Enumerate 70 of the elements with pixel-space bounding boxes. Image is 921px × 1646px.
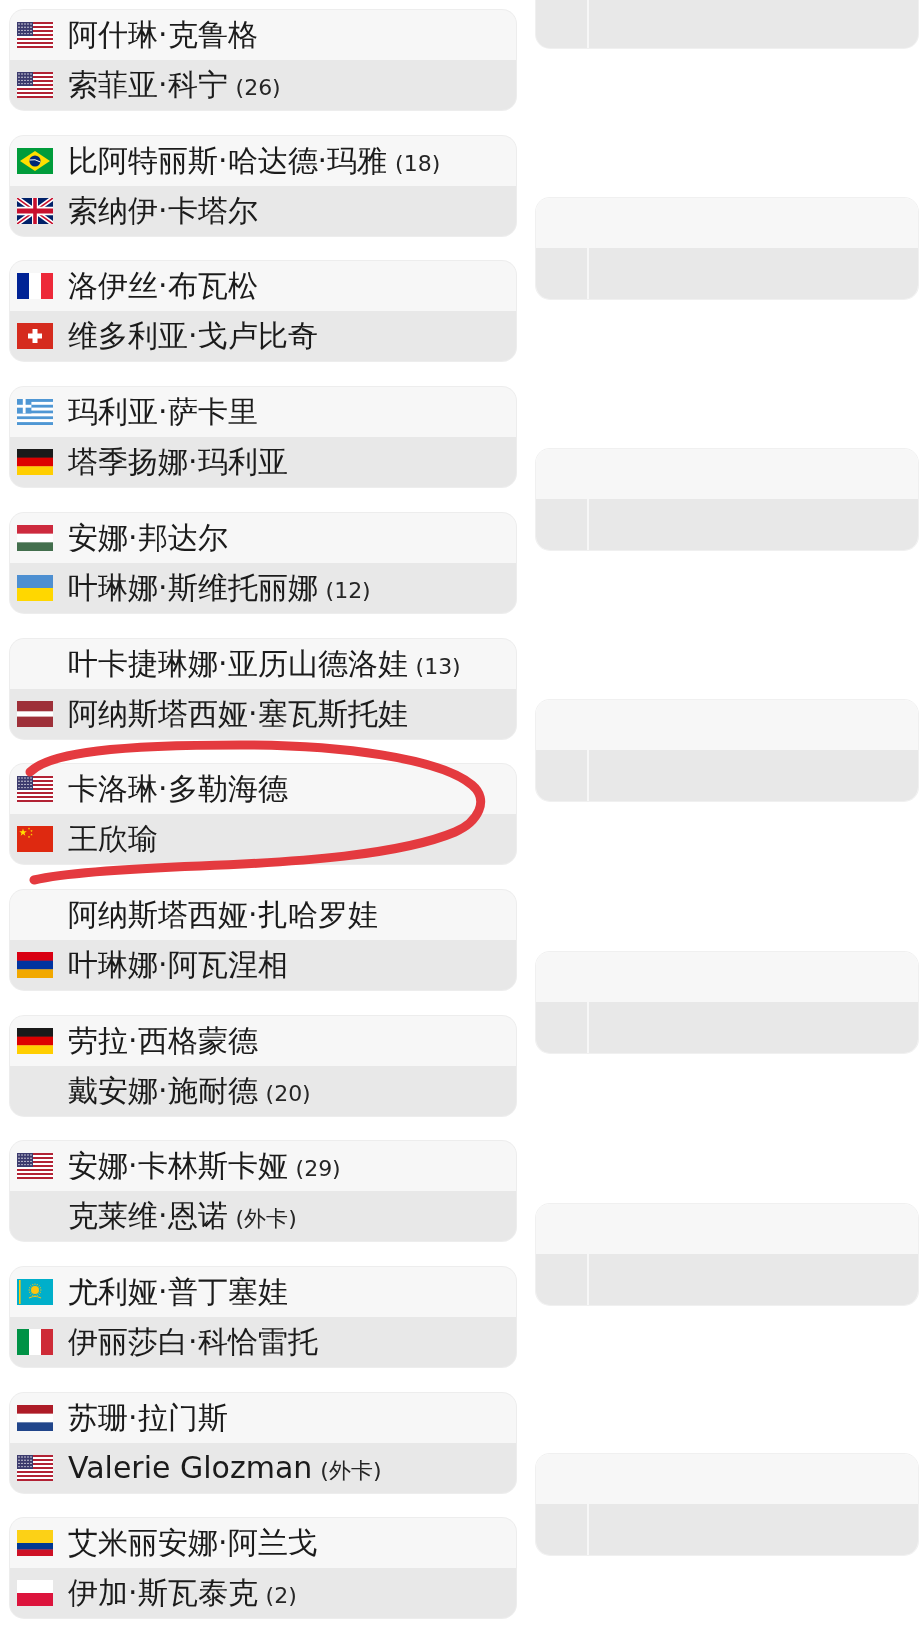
player-row <box>10 437 516 487</box>
player-row <box>10 1267 516 1317</box>
player-name: 艾米丽安娜·阿兰戈 <box>68 1526 318 1560</box>
player-row <box>10 10 516 60</box>
player-name: 洛伊丝·布瓦松 <box>68 269 258 303</box>
seed-tag: (20) <box>265 1081 311 1107</box>
player-name: 伊加·斯瓦泰克 <box>68 1576 258 1610</box>
match-card <box>10 387 516 487</box>
seed-tag: (18) <box>395 151 441 177</box>
player-row <box>10 689 516 739</box>
player-name: 阿纳斯塔西娅·扎哈罗娃 <box>68 898 378 932</box>
match-card <box>10 1016 516 1116</box>
match-card <box>10 261 516 361</box>
player-row <box>10 186 516 236</box>
player-name: 阿纳斯塔西娅·塞瓦斯托娃 <box>68 697 408 731</box>
player-row <box>10 1141 516 1191</box>
player-name: 克莱维·恩诺 <box>68 1199 228 1233</box>
player-name: 安娜·邦达尔 <box>68 521 228 555</box>
match-card <box>10 1518 516 1618</box>
match-card <box>10 1141 516 1241</box>
player-row <box>10 814 516 864</box>
seed-tag: (13) <box>415 654 461 680</box>
player-name: 劳拉·西格蒙德 <box>68 1024 258 1058</box>
seed-tag: (12) <box>325 578 371 604</box>
player-name: 索纳伊·卡塔尔 <box>68 194 258 228</box>
player-row <box>10 261 516 311</box>
player-row <box>10 136 516 186</box>
seed-tag: (29) <box>295 1156 341 1182</box>
player-name: 阿什琳·克鲁格 <box>68 18 258 52</box>
player-row <box>10 1518 516 1568</box>
player-name: Valerie Glozman <box>68 1451 313 1485</box>
player-row <box>10 60 516 110</box>
player-row <box>10 563 516 613</box>
match-card <box>10 1267 516 1367</box>
player-name: 苏珊·拉门斯 <box>68 1401 228 1435</box>
match-card <box>10 1393 516 1493</box>
seed-tag: (2) <box>265 1583 297 1609</box>
player-row <box>10 1317 516 1367</box>
player-name: 索菲亚·科宁 <box>68 68 228 102</box>
match-card <box>10 10 516 110</box>
match-card <box>10 639 516 739</box>
player-name: 卡洛琳·多勒海德 <box>68 772 288 806</box>
player-name: 叶琳娜·阿瓦涅相 <box>68 948 288 982</box>
player-name: 维多利亚·戈卢比奇 <box>68 319 318 353</box>
player-name: 尤利娅·普丁塞娃 <box>68 1275 288 1309</box>
player-name: 比阿特丽斯·哈达德·玛雅 <box>68 144 388 178</box>
match-card <box>10 136 516 236</box>
player-name: 叶琳娜·斯维托丽娜 <box>68 571 318 605</box>
player-row <box>10 1016 516 1066</box>
match-card <box>10 764 516 864</box>
player-row <box>10 387 516 437</box>
player-row <box>10 1393 516 1443</box>
player-row <box>10 1443 516 1493</box>
seed-tag: (外卡) <box>235 1206 297 1232</box>
seed-tag: (26) <box>235 75 281 101</box>
player-name: 安娜·卡林斯卡娅 <box>68 1149 288 1183</box>
player-row <box>10 311 516 361</box>
player-name: 叶卡捷琳娜·亚历山德洛娃 <box>68 647 408 681</box>
player-row <box>10 940 516 990</box>
player-name: 塔季扬娜·玛利亚 <box>68 445 288 479</box>
player-name: 伊丽莎白·科恰雷托 <box>68 1325 318 1359</box>
player-row <box>10 764 516 814</box>
seed-tag: (外卡) <box>320 1458 382 1484</box>
player-name: 戴安娜·施耐德 <box>68 1074 258 1108</box>
player-row <box>10 1568 516 1618</box>
player-name: 玛利亚·萨卡里 <box>68 395 258 429</box>
match-card <box>10 890 516 990</box>
player-row <box>10 513 516 563</box>
match-card <box>10 513 516 613</box>
player-name: 王欣瑜 <box>68 822 158 856</box>
